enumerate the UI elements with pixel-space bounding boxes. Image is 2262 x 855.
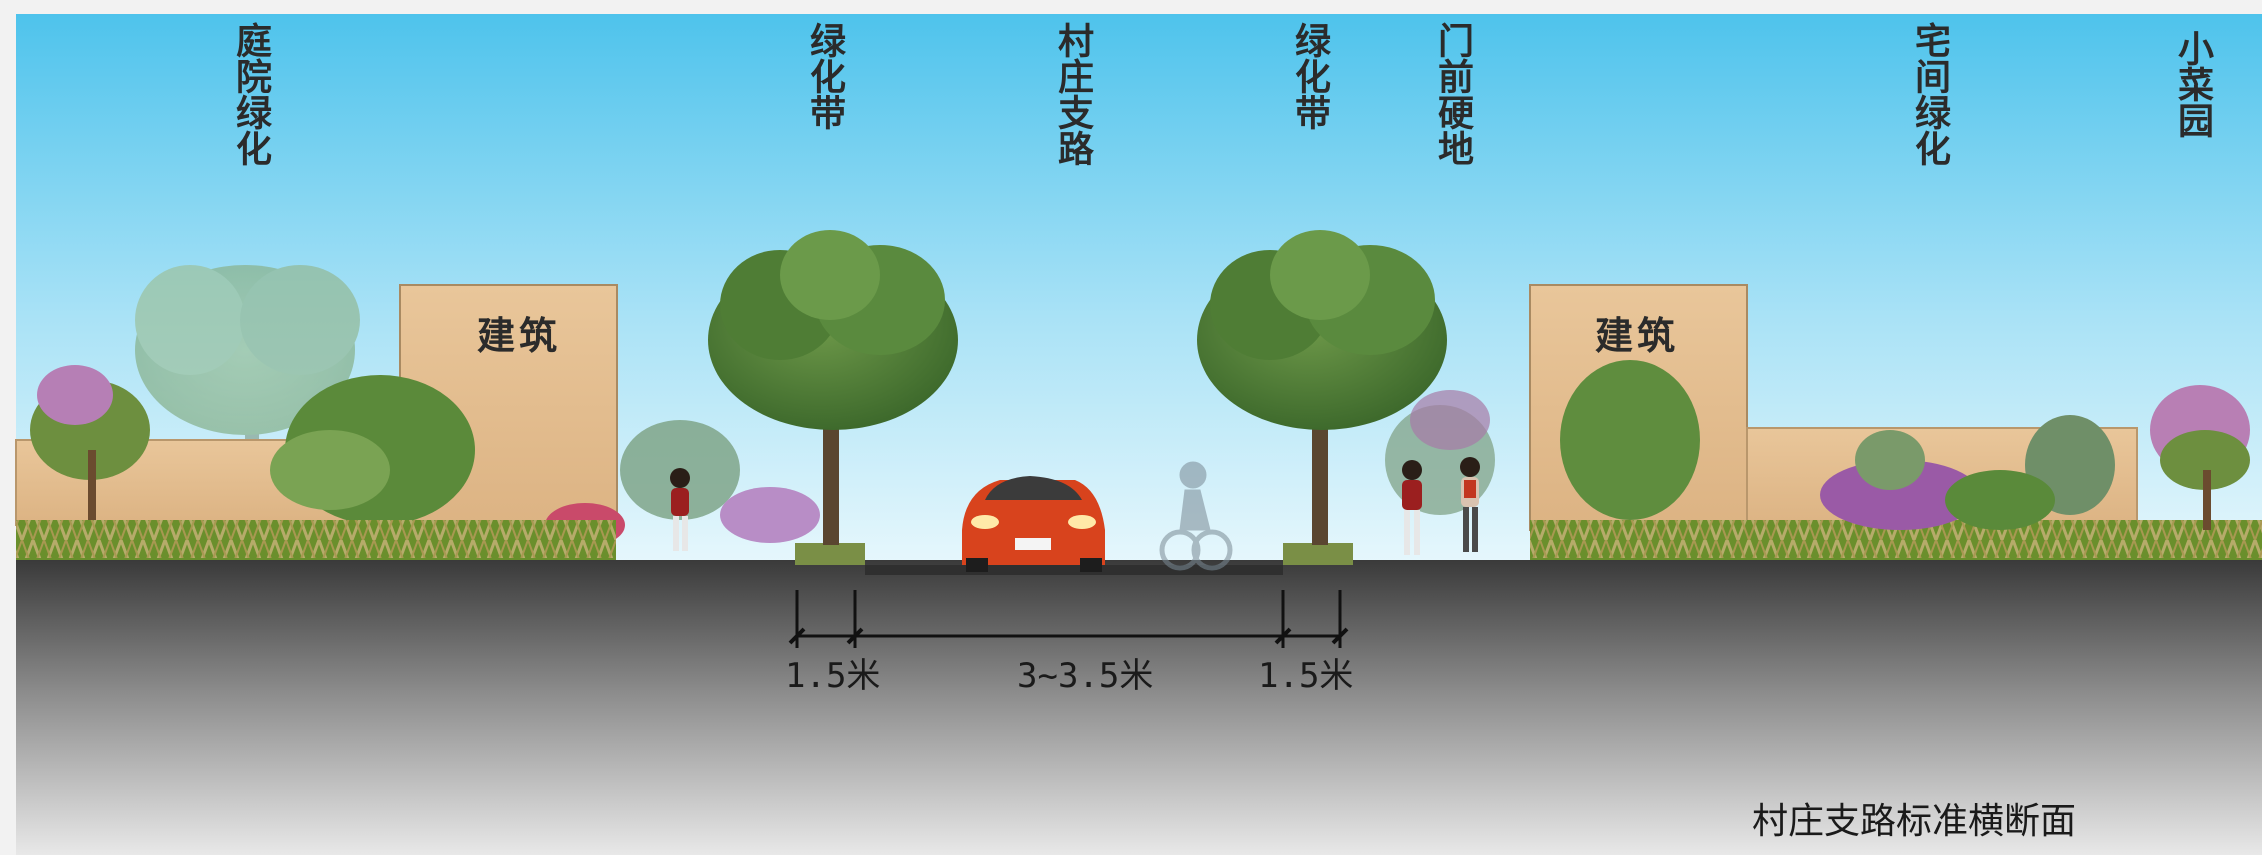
label-vegetable-garden: 小菜园 [2172,30,2213,138]
fence-left [16,520,616,558]
pedestrian-left [670,468,690,551]
top-strip [0,0,2262,14]
background-tree-left [135,265,360,440]
label-village-road: 村庄支路 [1052,22,1093,166]
building-right-label: 建筑 [1595,314,1680,358]
pedestrian-right-1 [1402,460,1422,555]
label-front-hardscape: 门前硬地 [1432,22,1473,166]
dimension-right: 1.5米 [1258,656,1354,696]
dimension-lines [788,590,1349,648]
ground [16,560,2262,855]
building-left-label: 建筑 [477,314,562,358]
label-house-green: 宅间绿化 [1909,22,1950,166]
car [962,476,1105,572]
shrubs-left [30,365,820,547]
diagram-caption: 村庄支路标准横断面 [1752,801,2077,842]
dimension-middle: 3~3.5米 [1017,656,1154,696]
shrubs-right [1385,360,2250,530]
pedestrian-right-2 [1460,457,1480,552]
left-margin [0,0,16,855]
tree-right [1197,230,1447,545]
label-green-belt-left: 绿化带 [804,22,845,130]
label-green-belt-right: 绿化带 [1289,22,1330,130]
planter-right [1283,543,1353,565]
road-surface [865,565,1283,575]
dimension-left: 1.5米 [785,656,881,696]
planter-left [795,543,865,565]
tree-left [708,230,958,545]
cyclist [1159,461,1233,571]
label-courtyard-green: 庭院绿化 [230,22,271,166]
